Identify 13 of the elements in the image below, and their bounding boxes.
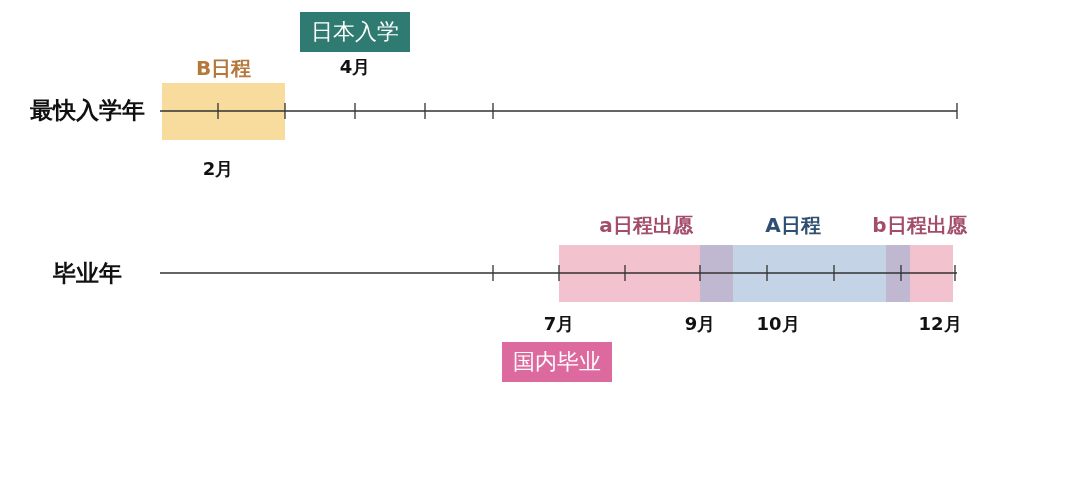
band-heading: B日程 — [195, 58, 252, 78]
row-label: 毕业年 — [52, 262, 122, 285]
band-heading: b日程出愿 — [872, 215, 967, 235]
month-label: 12月 — [918, 315, 962, 333]
month-label: 10月 — [756, 315, 800, 333]
month-label: 9月 — [684, 315, 716, 333]
month-label: 7月 — [543, 315, 575, 333]
band-heading: A日程 — [765, 215, 821, 235]
text-tag: 国内毕业 — [502, 342, 612, 382]
text-tag: 日本入学 — [300, 12, 410, 52]
month-label: 2月 — [202, 160, 234, 178]
month-label: 4月 — [339, 58, 371, 76]
band-heading: a日程出愿 — [599, 215, 693, 235]
